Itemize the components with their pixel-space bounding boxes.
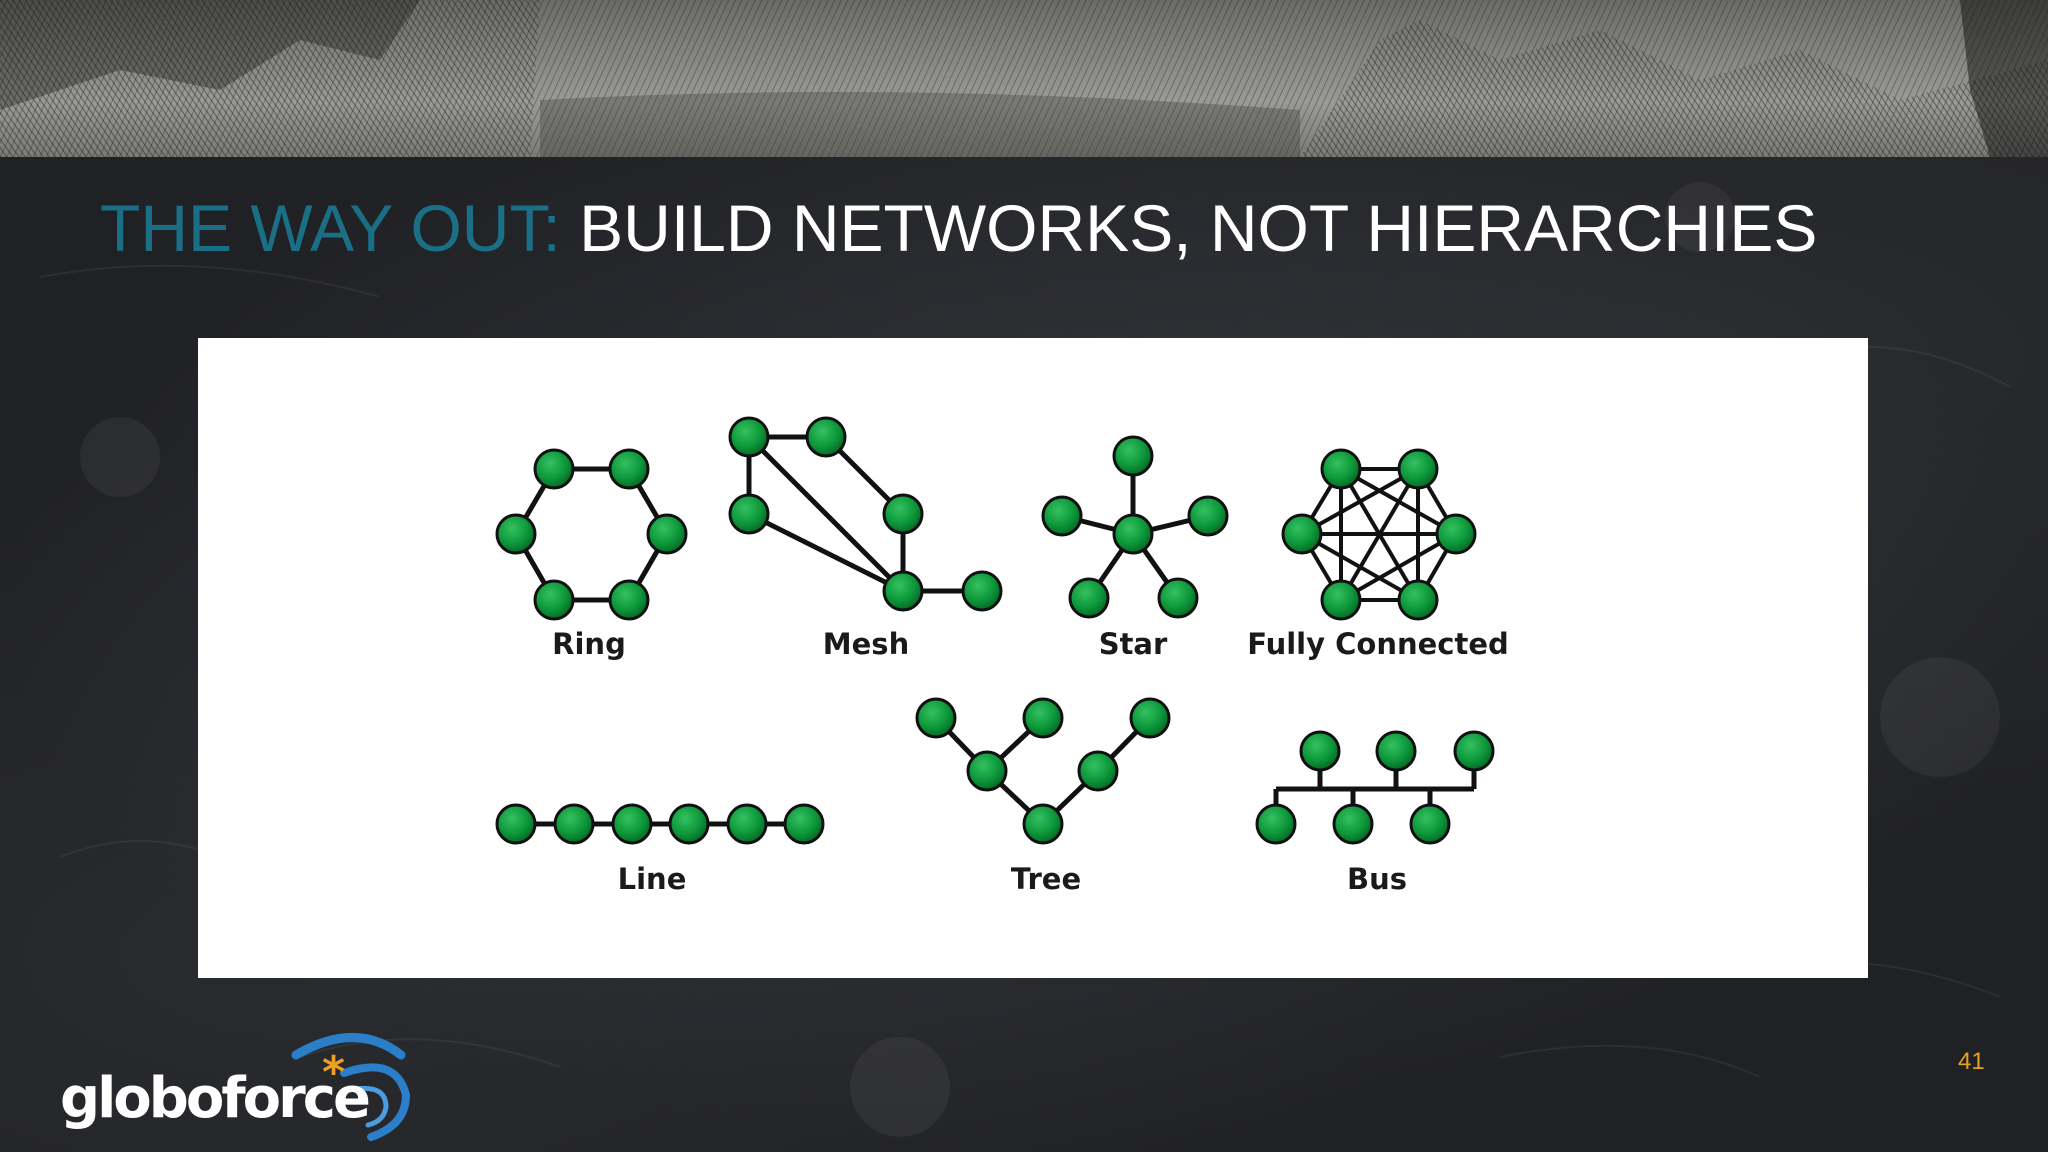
fully-connected-node (1281, 513, 1323, 555)
bus-node (1409, 803, 1451, 845)
mesh-node (882, 493, 924, 535)
fully-connected-node (1435, 513, 1477, 555)
tree-node (915, 697, 957, 739)
tree-label: Tree (1011, 862, 1081, 896)
page-number: 41 (1958, 1048, 1985, 1075)
logo-swoosh-icon (291, 1033, 411, 1141)
bus-topology: Bus (1255, 730, 1495, 896)
bus-nodes (1255, 730, 1495, 845)
mesh-node (728, 493, 770, 535)
ring-node (646, 513, 688, 555)
tree-node (1077, 750, 1119, 792)
star-hub-node (1112, 513, 1154, 555)
fully-connected-label: Fully Connected (1247, 627, 1509, 661)
ring-node (533, 579, 575, 621)
line-node (553, 803, 595, 845)
star-node (1041, 495, 1083, 537)
star-node (1157, 577, 1199, 619)
star-node (1112, 435, 1154, 477)
mesh-topology: Mesh (728, 416, 1003, 661)
tree-node (966, 750, 1008, 792)
mesh-label: Mesh (823, 627, 909, 661)
tree-node (1022, 697, 1064, 739)
star-label: Star (1099, 627, 1168, 661)
logo-wordmark: globoforce (60, 1066, 371, 1131)
ring-topology: Ring (495, 448, 688, 661)
mesh-node (805, 416, 847, 458)
line-nodes (495, 803, 825, 845)
fully-connected-node (1397, 448, 1439, 490)
bus-label: Bus (1347, 862, 1407, 896)
fully-connected-topology: Fully Connected (1247, 448, 1509, 661)
line-node (668, 803, 710, 845)
star-node (1187, 495, 1229, 537)
bus-node (1299, 730, 1341, 772)
tree-topology: Tree (915, 697, 1171, 896)
ring-node (608, 579, 650, 621)
line-node (783, 803, 825, 845)
engraving-banner (0, 0, 2048, 157)
bus-node (1255, 803, 1297, 845)
bus-node (1332, 803, 1374, 845)
ring-node (533, 448, 575, 490)
network-topologies-panel: Ring (198, 338, 1868, 978)
bus-node (1375, 730, 1417, 772)
title-accent: THE WAY OUT: (100, 191, 561, 265)
ring-nodes (495, 448, 688, 621)
mesh-node (961, 570, 1003, 612)
tree-nodes (915, 697, 1171, 845)
ring-node (495, 513, 537, 555)
slide-title: THE WAY OUT: BUILD NETWORKS, NOT HIERARC… (100, 188, 1817, 268)
mesh-node (882, 570, 924, 612)
mesh-node (728, 416, 770, 458)
fully-connected-nodes (1281, 448, 1477, 621)
globoforce-logo: globoforce * (56, 1025, 436, 1145)
line-label: Line (618, 862, 687, 896)
bus-node (1453, 730, 1495, 772)
fully-connected-node (1320, 579, 1362, 621)
title-main: BUILD NETWORKS, NOT HIERARCHIES (560, 191, 1818, 265)
line-topology: Line (495, 803, 825, 896)
star-topology: Star (1041, 435, 1229, 661)
star-node (1068, 577, 1110, 619)
line-node (726, 803, 768, 845)
ring-label: Ring (552, 627, 626, 661)
line-node (611, 803, 653, 845)
tree-node (1129, 697, 1171, 739)
mesh-nodes (728, 416, 1003, 612)
fully-connected-node (1397, 579, 1439, 621)
network-topologies-diagram: Ring (495, 416, 1509, 896)
line-node (495, 803, 537, 845)
fully-connected-node (1320, 448, 1362, 490)
logo-asterisk-icon: * (322, 1047, 346, 1098)
tree-root-node (1022, 803, 1064, 845)
ring-node (608, 448, 650, 490)
star-nodes (1041, 435, 1229, 619)
